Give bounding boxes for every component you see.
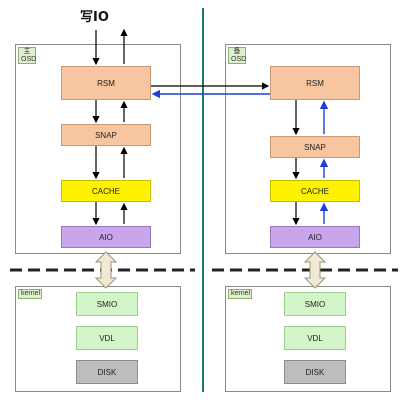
right-rsm-box: RSM bbox=[270, 66, 360, 100]
left-disk-box: DISK bbox=[76, 360, 138, 384]
left-kernel-crossing-arrow bbox=[94, 251, 118, 289]
right-snap-box: SNAP bbox=[270, 136, 360, 158]
right-smio-box: SMIO bbox=[284, 292, 346, 316]
right-aio-box: AIO bbox=[270, 226, 360, 248]
left-aio-box: AIO bbox=[61, 226, 151, 248]
right-vdl-box: VDL bbox=[284, 326, 346, 350]
right-kernel-crossing-arrow bbox=[303, 251, 327, 289]
left-vdl-box: VDL bbox=[76, 326, 138, 350]
left-kernel-tag: kernel bbox=[18, 289, 42, 299]
left-osd-tag: 主 OSD bbox=[18, 47, 36, 64]
right-osd-tag-line1: 备 bbox=[233, 48, 241, 55]
right-disk-box: DISK bbox=[284, 360, 346, 384]
left-osd-tag-line1: 主 bbox=[23, 48, 31, 55]
right-kernel-tag: kernel bbox=[228, 289, 252, 299]
left-osd-tag-line2: OSD bbox=[21, 56, 37, 63]
left-smio-box: SMIO bbox=[76, 292, 138, 316]
right-osd-tag: 备 OSD bbox=[228, 47, 246, 64]
left-cache-box: CACHE bbox=[61, 180, 151, 202]
left-rsm-box: RSM bbox=[61, 66, 151, 100]
right-osd-tag-line2: OSD bbox=[231, 56, 247, 63]
right-cache-box: CACHE bbox=[270, 180, 360, 202]
diagram-title: 写IO bbox=[80, 10, 109, 25]
left-snap-box: SNAP bbox=[61, 124, 151, 146]
